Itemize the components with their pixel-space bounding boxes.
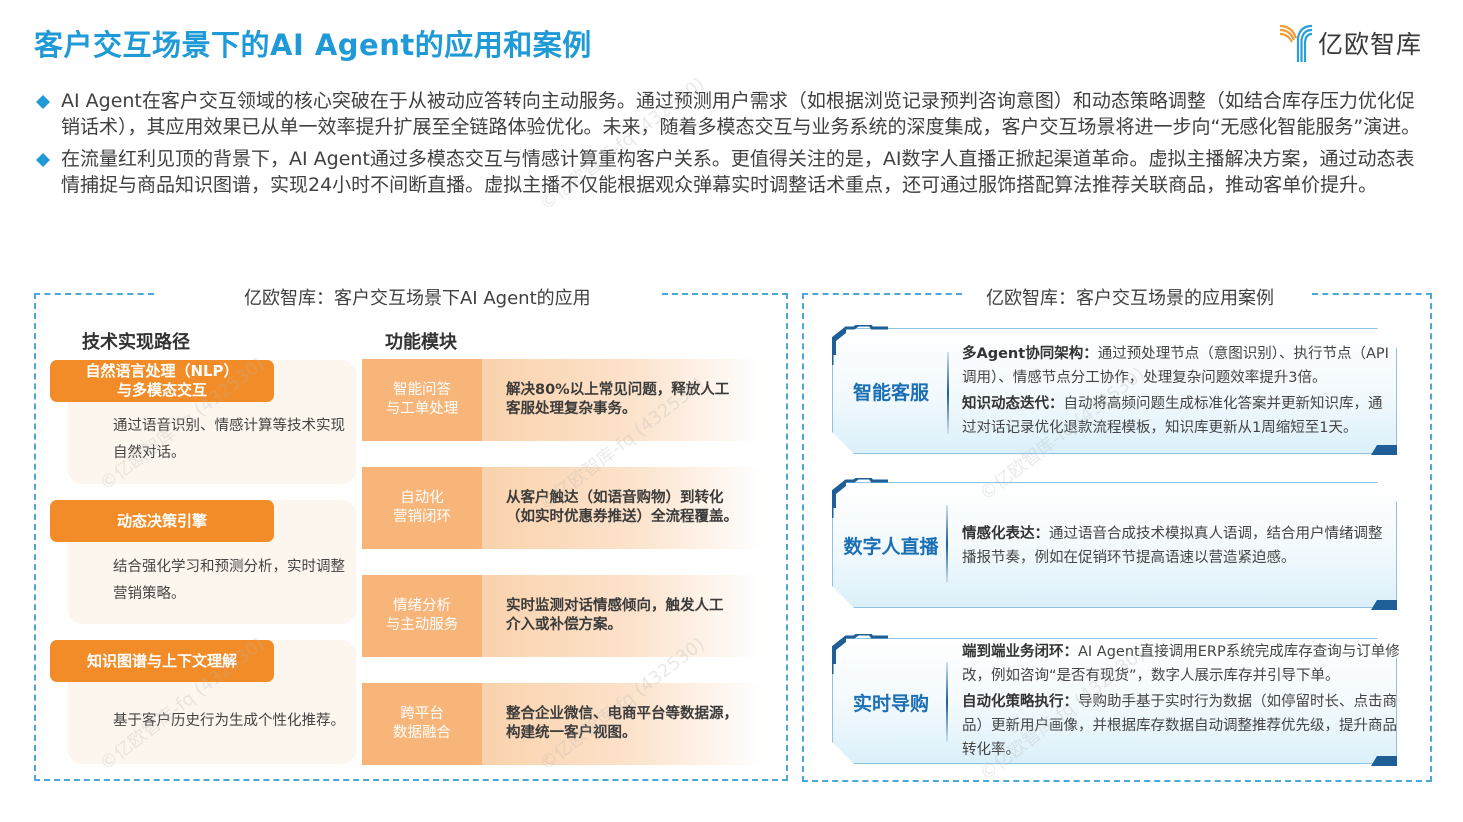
function-row: 智能问答 与工单处理 解决80%以上常见问题，释放人工 客服处理复杂事务。: [362, 359, 762, 441]
bullet-text: AI Agent在客户交互领域的核心突破在于从被动应答转向主动服务。通过预测用户…: [61, 90, 1421, 138]
panel-top-border: [1312, 293, 1432, 295]
case-name: 实时导购: [852, 693, 929, 715]
corner-accent-icon: [832, 478, 888, 518]
tech-desc: 结合强化学习和预测分析，实时调整营销策略。: [113, 559, 345, 602]
corner-accent-icon: [832, 325, 888, 365]
tech-path-heading: 技术实现路径: [82, 332, 190, 353]
case-body: 端到端业务闭环：AI Agent直接调用ERP系统完成库存查询与订单修改，例如咨…: [962, 644, 1400, 758]
corner-accent-icon: [1371, 445, 1397, 455]
logo-text: 亿欧智库: [1318, 30, 1423, 59]
bullet-text: 在流量红利见顶的背景下，AI Agent通过多模态交互与情感计算重构客户关系。更…: [61, 148, 1415, 196]
panel-top-border: [802, 293, 962, 295]
function-name: 跨平台 数据融合: [362, 683, 482, 765]
tech-label-line: 自然语言处理（NLP）: [85, 362, 239, 380]
corner-accent-icon: [1371, 600, 1397, 610]
right-panel-title: 亿欧智库：客户交互场景的应用案例: [986, 288, 1274, 309]
ai-agent-application-panel: [34, 293, 788, 781]
function-module-heading: 功能模块: [385, 332, 457, 353]
intro-bullets: AI Agent在客户交互领域的核心突破在于从被动应答转向主动服务。通过预测用户…: [36, 88, 1431, 204]
case-body: 多Agent协同架构：通过预处理节点（意图识别）、执行节点（API调用）、情感节…: [962, 346, 1389, 436]
function-desc: 从客户触达（如语音购物）到转化 （如实时优惠券推送）全流程覆盖。: [482, 467, 762, 549]
tech-label: 知识图谱与上下文理解: [50, 640, 274, 682]
brand-logo: 亿欧智库: [1278, 22, 1422, 64]
corner-accent-icon: [832, 634, 888, 674]
page-title: 客户交互场景下的AI Agent的应用和案例: [34, 28, 592, 62]
case-card: [832, 328, 1397, 454]
case-divider: [946, 662, 948, 742]
function-row: 跨平台 数据融合 整合企业微信、电商平台等数据源， 构建统一客户视图。: [362, 683, 762, 765]
function-row: 自动化 营销闭环 从客户触达（如语音购物）到转化 （如实时优惠券推送）全流程覆盖…: [362, 467, 762, 549]
yiou-y-logo-icon: [1279, 24, 1313, 62]
function-row: 情绪分析 与主动服务 实时监测对话情感倾向，触发人工 介入或补偿方案。: [362, 575, 762, 657]
corner-accent-icon: [1371, 756, 1397, 766]
case-divider: [946, 505, 948, 583]
tech-label-line: 与多模态交互: [116, 381, 207, 399]
tech-desc: 基于客户历史行为生成个性化推荐。: [113, 713, 345, 729]
case-card: [832, 482, 1397, 608]
case-name: 智能客服: [852, 382, 929, 404]
diamond-bullet-icon: [36, 153, 50, 167]
tech-label: 自然语言处理（NLP） 与多模态交互: [50, 360, 274, 402]
case-name: 数字人直播: [843, 536, 939, 558]
function-name: 智能问答 与工单处理: [362, 359, 482, 441]
case-card: [832, 638, 1397, 764]
left-panel-title: 亿欧智库：客户交互场景下AI Agent的应用: [244, 288, 591, 309]
tech-label: 动态决策引擎: [50, 500, 274, 542]
panel-top-border: [662, 293, 788, 295]
panel-top-border: [34, 293, 154, 295]
function-name: 情绪分析 与主动服务: [362, 575, 482, 657]
function-desc: 整合企业微信、电商平台等数据源， 构建统一客户视图。: [482, 683, 762, 765]
function-desc: 解决80%以上常见问题，释放人工 客服处理复杂事务。: [482, 359, 762, 441]
tech-desc: 通过语音识别、情感计算等技术实现自然对话。: [113, 418, 345, 461]
bullet-item: 在流量红利见顶的背景下，AI Agent通过多模态交互与情感计算重构客户关系。更…: [36, 146, 1431, 198]
bullet-item: AI Agent在客户交互领域的核心突破在于从被动应答转向主动服务。通过预测用户…: [36, 88, 1431, 140]
case-body: 情感化表达：通过语音合成技术模拟真人语调，结合用户情绪调整播报节奏，例如在促销环…: [962, 526, 1383, 566]
diamond-bullet-icon: [36, 95, 50, 109]
application-cases-panel: [802, 293, 1432, 782]
case-divider: [947, 352, 949, 434]
function-name: 自动化 营销闭环: [362, 467, 482, 549]
function-desc: 实时监测对话情感倾向，触发人工 介入或补偿方案。: [482, 575, 762, 657]
